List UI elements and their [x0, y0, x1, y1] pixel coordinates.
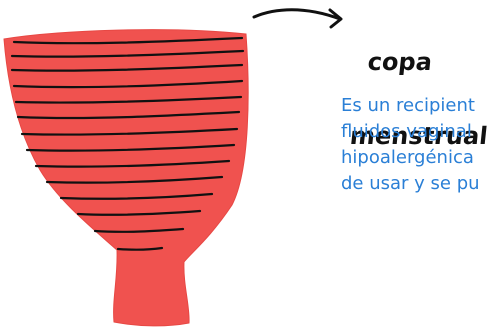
cup-stripe	[93, 227, 185, 233]
description-line-3: hipoalergénica	[341, 147, 474, 168]
description-line-2: fluidos vaginal	[341, 121, 472, 142]
cup-stripe	[16, 110, 241, 120]
cup-stripe	[45, 175, 224, 184]
cup-stripe	[14, 95, 243, 104]
cup-stripe	[116, 246, 164, 251]
cup-stripe	[34, 159, 231, 168]
cup-stripe	[10, 63, 244, 72]
menstrual-cup-icon	[3, 29, 249, 327]
cup-description: Es un recipient fluidos vaginal hipoaler…	[341, 93, 495, 197]
cup-stripe	[25, 143, 236, 152]
curved-arrow-icon	[252, 8, 343, 29]
cup-stripe	[20, 127, 239, 136]
cup-stripes	[10, 36, 245, 251]
description-line-1: Es un recipient	[341, 95, 475, 116]
cup-stripe	[12, 79, 244, 89]
description-line-4: de usar y se pu	[341, 173, 480, 194]
cup-stripe	[76, 209, 202, 216]
cup-title-line-1: copa	[366, 48, 434, 76]
cup-stripe	[59, 192, 214, 200]
cup-stripe	[10, 49, 245, 58]
cup-stripe	[12, 36, 244, 45]
